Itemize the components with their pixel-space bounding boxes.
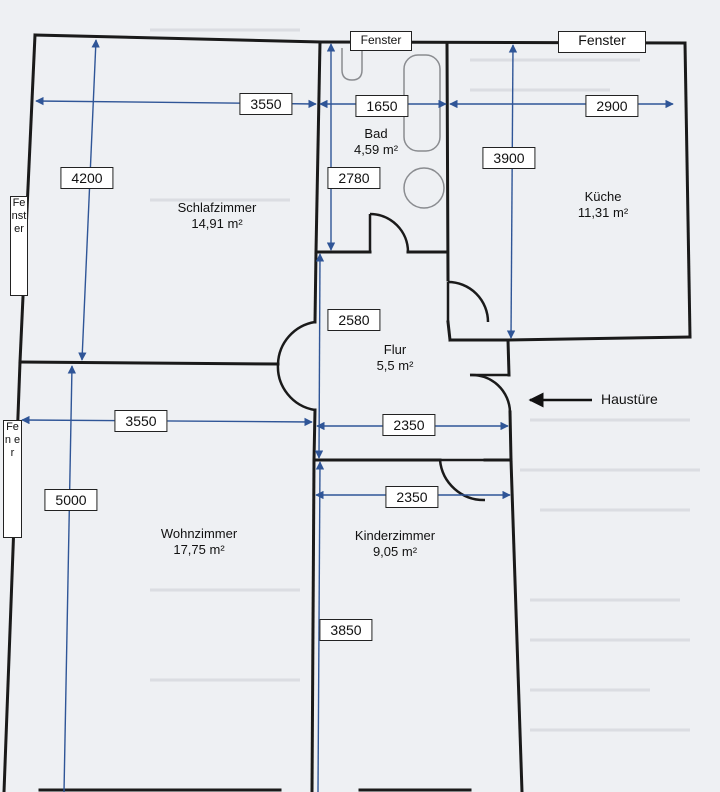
dim-line-schlaf-height [78,39,100,361]
door-bad [369,212,410,253]
room-label-kueche: Küche 11,31 m² [578,189,628,221]
room-area: 4,59 m² [353,142,399,157]
shower-icon [403,167,445,209]
wall-flur-left-upper [313,250,318,324]
dim-line-wohn-height [63,365,77,792]
background-text-lines [150,28,700,732]
room-label-schlafzimmer: Schlafzimmer 14,91 m² [178,200,257,232]
wall-kinder-right [509,458,524,792]
dim-kueche-width: 2900 [585,95,639,117]
door-wohn [276,363,316,412]
room-area: 9,05 m² [372,544,418,559]
room-area: 17,75 m² [173,542,225,557]
door-kinder [438,459,486,502]
walls [2,33,692,792]
dim-flur-width: 2350 [382,414,436,436]
dim-kinder-width: 2350 [385,486,439,508]
room-name: Flur [383,342,407,357]
room-label-wohnzimmer: Wohnzimmer 17,75 m² [161,526,237,558]
wall-flur-right-upper [506,338,511,377]
room-name: Kinderzimmer [354,528,436,543]
room-label-flur: Flur 5,5 m² [377,342,414,374]
window-kueche: Fenster [558,31,646,53]
entrance-label: Haustüre [601,391,658,407]
wall-kinder-left [310,458,316,792]
bathtub-icon [403,54,441,152]
dim-line-flur-height [314,253,325,459]
wall-schlaf-wohn [18,360,280,366]
outer-wall-top [33,33,322,44]
wall-bad-kueche [445,41,450,282]
window-schlaf: Fenster [10,196,28,296]
room-area: 5,5 m² [376,358,414,373]
room-area: 14,91 m² [191,216,243,231]
door-swings [276,212,512,502]
dim-line-kueche-height [506,44,518,339]
door-entrance [469,373,512,413]
window-bad: Fenster [350,31,412,51]
room-name: Bad [364,126,388,141]
wall-schlaf-bad [314,40,322,254]
dim-wohn-width: 3550 [114,410,168,432]
wall-flur-left-lower [312,408,317,462]
window-wohn: Fen er [3,420,22,538]
door-kueche [447,280,490,323]
wall-kueche-flur [446,320,452,342]
dim-flur-height: 2580 [327,309,381,331]
toilet-icon [341,48,363,81]
room-name: Wohnzimmer [160,526,238,541]
wall-flur-right-lower [508,410,513,462]
door-schlaf [276,320,316,365]
dim-bad-width: 1650 [355,95,409,117]
dim-wohn-height: 5000 [44,489,98,511]
room-label-kinderzimmer: Kinderzimmer 9,05 m² [355,528,435,560]
dim-schlaf-height: 4200 [60,167,114,189]
room-label-bad: Bad 4,59 m² [354,126,398,158]
dim-kueche-height: 3900 [482,147,536,169]
dim-line-kinder-height [315,461,325,792]
dim-kinder-height: 3850 [319,619,373,641]
dim-bad-height: 2780 [327,167,381,189]
room-name: Schlafzimmer [177,200,257,215]
room-name: Küche [584,189,622,204]
room-area: 11,31 m² [577,205,629,220]
outer-wall-right-upper [683,41,692,339]
dim-schlaf-width: 3550 [239,93,293,115]
wall-kueche-bottom-right [506,335,692,342]
